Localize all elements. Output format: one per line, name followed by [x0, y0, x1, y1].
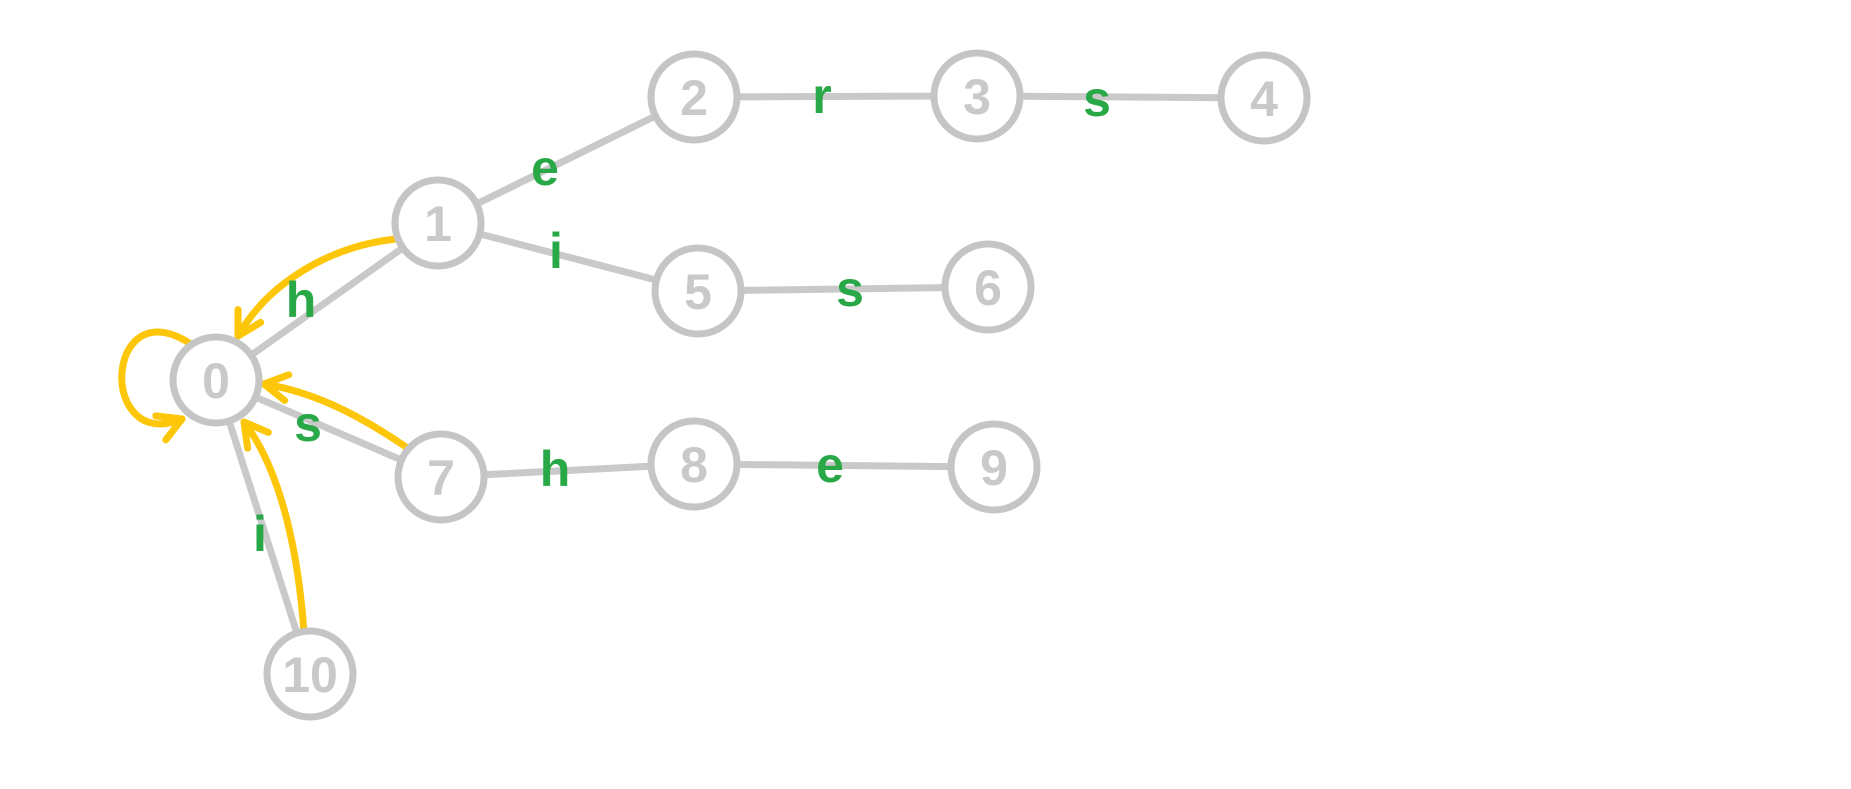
- node-10-label: 10: [282, 647, 338, 703]
- edge-label-1-5: i: [549, 223, 563, 279]
- edge-label-0-10: i: [253, 506, 267, 562]
- edge-0-10: [212, 378, 314, 676]
- node-1-label: 1: [424, 196, 452, 252]
- failure-edge-10-0: [240, 418, 308, 637]
- node-9-label: 9: [980, 440, 1008, 496]
- node-3-circle: [930, 49, 1024, 143]
- node-0-circle: [169, 333, 263, 427]
- edge-1-2: [436, 93, 696, 227]
- edge-label-3-4: s: [1083, 71, 1111, 127]
- node-5-label: 5: [684, 264, 712, 320]
- node-5-circle: [651, 244, 745, 338]
- edge-label-7-8: h: [540, 441, 571, 497]
- edge-5-6: [697, 283, 989, 295]
- node-2-label: 2: [680, 70, 708, 126]
- failure-self-loop-0: [118, 328, 199, 444]
- failure-edges: [118, 235, 410, 637]
- edge-labels: h e r s i s s h e i: [253, 68, 1111, 562]
- node-6-label: 6: [974, 260, 1002, 316]
- edge-label-8-9: e: [816, 437, 844, 493]
- edge-label-1-2: e: [531, 140, 559, 196]
- edge-label-0-1: h: [286, 272, 317, 328]
- node-7-label: 7: [427, 450, 455, 506]
- node-0-label: 0: [202, 353, 230, 409]
- node-3-label: 3: [963, 69, 991, 125]
- node-2-circle: [647, 50, 741, 144]
- node-8-circle: [647, 417, 741, 511]
- edge-3-4: [976, 92, 1265, 102]
- failure-edge-1-0: [234, 235, 400, 340]
- edge-8-9: [693, 460, 995, 471]
- nodes: [169, 49, 1311, 721]
- tree-edges: [212, 92, 1265, 676]
- failure-edge-7-0: [260, 371, 410, 451]
- edge-label-2-3: r: [812, 68, 831, 124]
- node-labels: 0 1 2 3 4 5 6 7 8 9 10: [201, 68, 1279, 704]
- node-4-label: 4: [1250, 71, 1278, 127]
- node-7-circle: [394, 430, 488, 524]
- edge-label-5-6: s: [836, 261, 864, 317]
- node-4-circle: [1217, 51, 1311, 145]
- edge-2-3: [693, 92, 978, 101]
- node-9-circle: [947, 420, 1041, 514]
- node-1-circle: [391, 176, 485, 270]
- node-10-circle: [263, 627, 357, 721]
- node-6-circle: [941, 240, 1035, 334]
- edge-label-0-7: s: [294, 396, 322, 452]
- node-8-label: 8: [680, 437, 708, 493]
